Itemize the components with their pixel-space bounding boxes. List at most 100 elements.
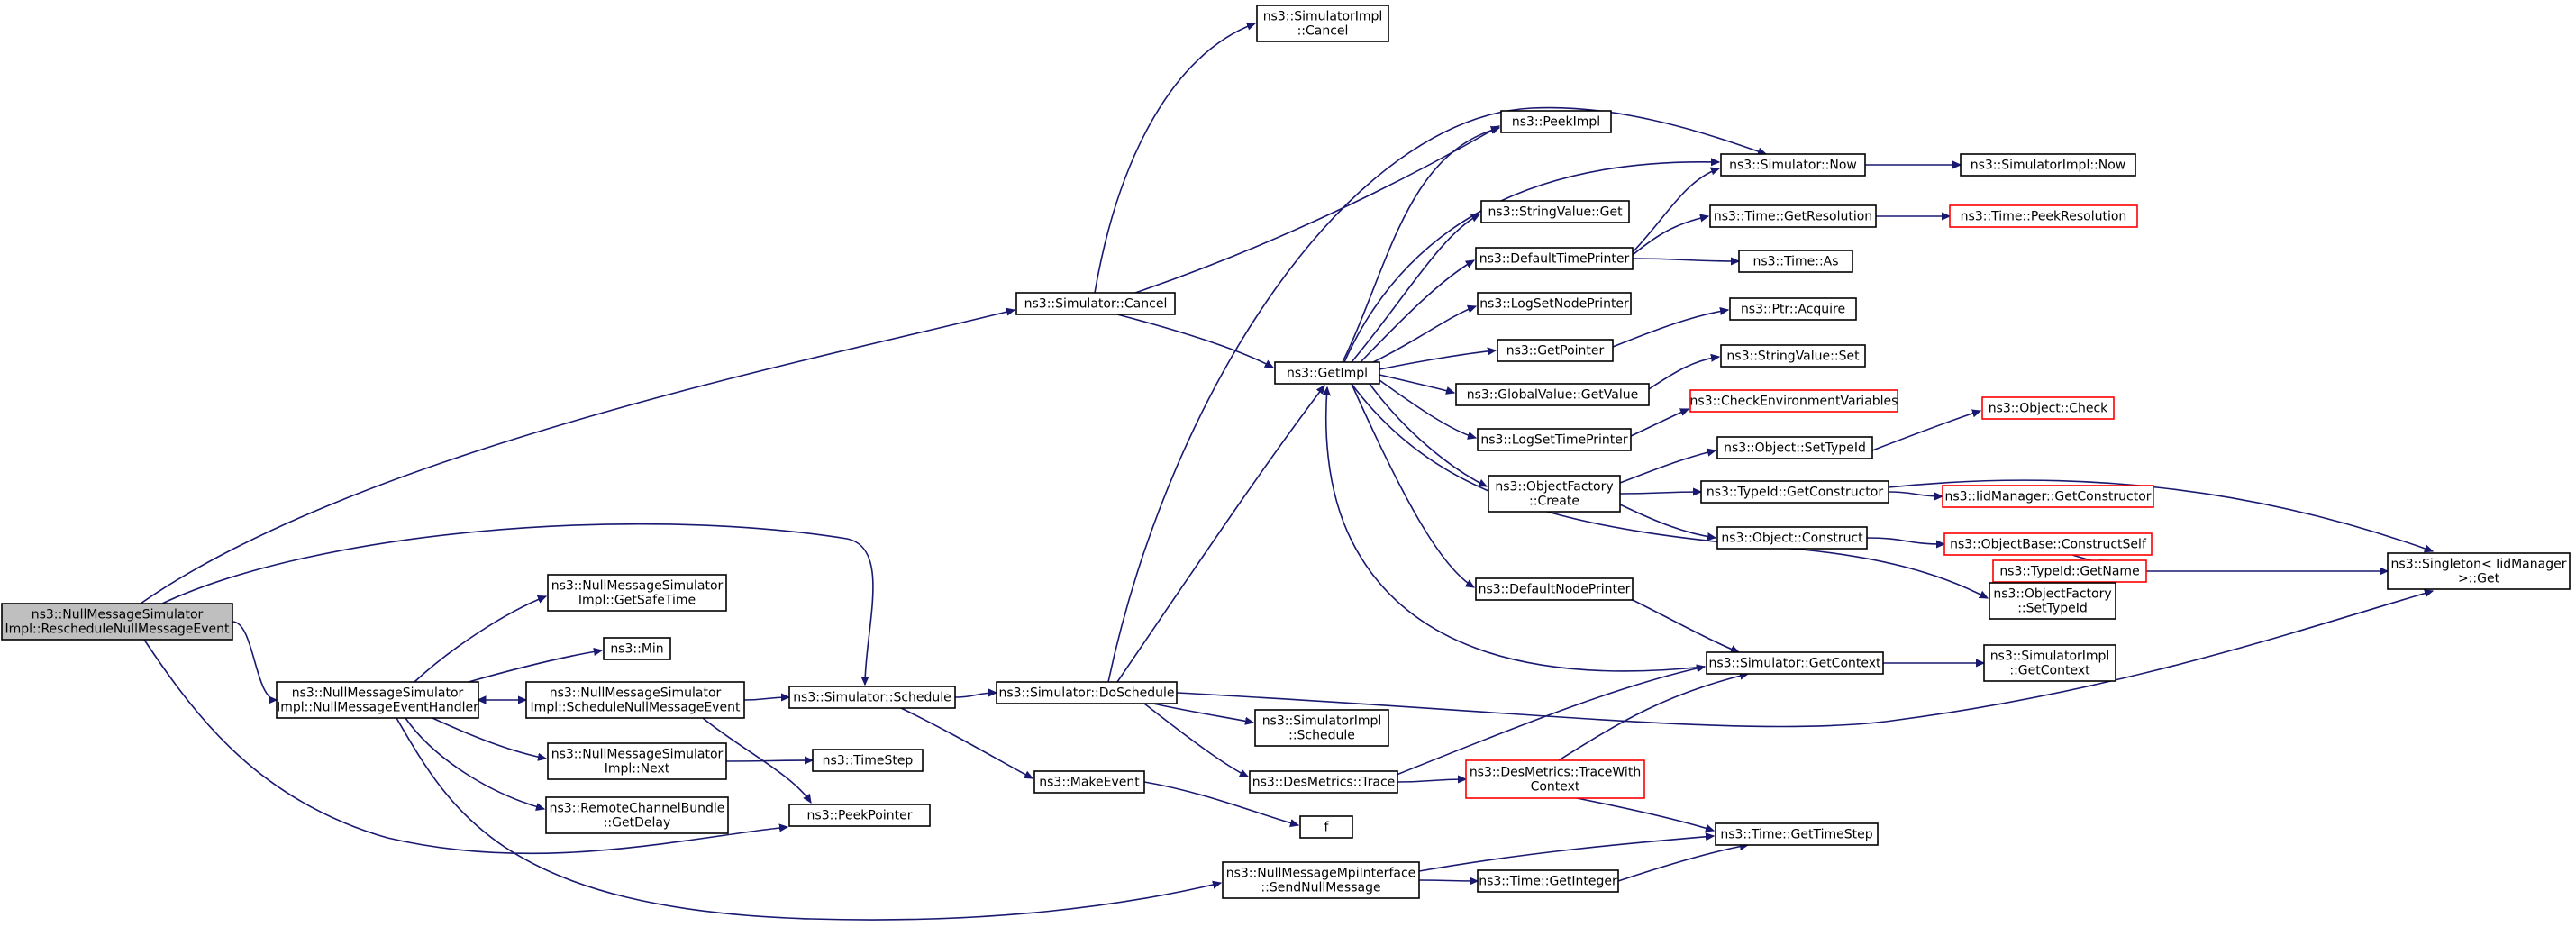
node-sendnull[interactable]: ns3::NullMessageMpiInterface::SendNullMe… [1222,861,1420,899]
node-iidctor[interactable]: ns3::IidManager::GetConstructor [1942,485,2154,508]
node-peekres[interactable]: ns3::Time::PeekResolution [1949,204,2138,228]
node-makeevent[interactable]: ns3::MakeEvent [1033,770,1145,794]
node-label: ::SendNullMessage [1261,881,1380,895]
edge-defaulttime-to-simnow [1632,168,1719,253]
node-implnow[interactable]: ns3::SimulatorImpl::Now [1960,153,2136,177]
node-box [1477,428,1632,451]
edge-getimpl-to-getpointer [1379,350,1496,370]
node-remotedelay[interactable]: ns3::RemoteChannelBundle::GetDelay [545,796,729,834]
node-settypeid[interactable]: ns3::Object::SetTypeId [1716,436,1873,459]
node-logtime[interactable]: ns3::LogSetTimePrinter [1477,428,1632,451]
edge-next-to-timestep [725,760,813,761]
node-box [996,681,1178,704]
node-box [1015,292,1176,315]
node-defaulttime[interactable]: ns3::DefaultTimePrinter [1475,247,1634,270]
node-peekpointer[interactable]: ns3::PeekPointer [788,804,931,827]
node-schedulenull[interactable]: ns3::NullMessageSimulatorImpl::ScheduleN… [525,681,745,719]
node-simschedule[interactable]: ns3::Simulator::Schedule [788,686,956,709]
edge-doschedule-to-destrace [1143,703,1248,777]
node-ofcreate[interactable]: ns3::ObjectFactory::Create [1488,475,1621,513]
node-label: ns3::ObjectFactory [1993,587,2111,602]
edge-simcancel-to-getimpl [1116,314,1273,368]
node-tidname[interactable]: ns3::TypeId::GetName [1992,559,2147,583]
edge-getimpl-to-ofsettypeid [1351,383,1988,599]
node-simcancel[interactable]: ns3::Simulator::Cancel [1015,292,1176,315]
node-label: Impl::RescheduleNullMessageEvent [5,623,230,637]
node-box [1477,869,1619,893]
node-label: ns3::DefaultNodePrinter [1479,583,1631,597]
node-label: Context [1531,780,1580,795]
node-box [1715,822,1879,846]
edge-getimpl-to-stringget [1351,214,1479,363]
node-defaultnode[interactable]: ns3::DefaultNodePrinter [1475,577,1634,601]
node-implschedule[interactable]: ns3::SimulatorImpl::Schedule [1254,709,1389,747]
node-lognode[interactable]: ns3::LogSetNodePrinter [1477,292,1632,315]
node-label: ns3::Time::As [1752,255,1838,269]
node-peekimpl[interactable]: ns3::PeekImpl [1500,110,1612,133]
node-globalget[interactable]: ns3::GlobalValue::GetValue [1455,383,1650,406]
node-label: ns3::LogSetNodePrinter [1479,297,1629,312]
node-stringget[interactable]: ns3::StringValue::Get [1480,200,1630,223]
edge-getimpl-to-ofcreate [1369,383,1487,487]
edge-getimpl-to-defaulttime [1360,259,1474,363]
node-label: ns3::Simulator::DoSchedule [999,686,1175,701]
node-box [525,681,745,719]
node-stringset[interactable]: ns3::StringValue::Set [1720,344,1866,368]
node-getpointer[interactable]: ns3::GetPointer [1497,339,1614,362]
edge-simschedule-to-makeevent [900,707,1033,779]
node-box [1983,644,2116,682]
node-getres[interactable]: ns3::Time::GetResolution [1709,204,1877,228]
node-getimpl[interactable]: ns3::GetImpl [1274,361,1380,385]
node-label: ::Cancel [1297,24,1349,39]
node-label: ::GetContext [2009,664,2090,678]
edge-getimpl-to-logtime [1379,379,1476,438]
edge-getpointer-to-ptracquire [1612,310,1728,348]
edge-doschedule-to-simnow [1107,106,1766,683]
edge-tidctor-to-singleton [1888,479,2433,551]
node-label: ns3::RemoteChannelBundle [550,802,725,816]
edge-destrace-to-tracewith [1397,779,1466,782]
node-box [1222,861,1420,899]
node-handler[interactable]: ns3::NullMessageSimulatorImpl::NullMessa… [276,681,479,719]
node-label: ns3::SimulatorImpl [1990,650,2110,664]
node-box [1992,559,2147,583]
node-gettimestep[interactable]: ns3::Time::GetTimeStep [1715,822,1879,846]
node-box [1706,651,1884,675]
node-constructself[interactable]: ns3::ObjectBase::ConstructSelf [1943,532,2153,556]
node-f[interactable]: f [1299,815,1353,839]
node-label: ns3::PeekImpl [1512,115,1600,130]
node-timestep[interactable]: ns3::TimeStep [812,749,924,772]
node-ofsettypeid[interactable]: ns3::ObjectFactory::SetTypeId [1989,582,2116,620]
node-destrace[interactable]: ns3::DesMetrics::Trace [1249,770,1398,794]
node-checkenv[interactable]: ns3::CheckEnvironmentVariables [1689,389,1898,413]
node-getcontext[interactable]: ns3::Simulator::GetContext [1706,651,1884,675]
node-tidctor[interactable]: ns3::TypeId::GetConstructor [1700,480,1889,504]
node-getsafetime[interactable]: ns3::NullMessageSimulatorImpl::GetSafeTi… [547,574,727,612]
node-box [788,686,956,709]
node-implcancel[interactable]: ns3::SimulatorImpl::Cancel [1256,5,1389,42]
node-simnow[interactable]: ns3::Simulator::Now [1720,153,1866,177]
edge-handler-to-next [432,717,546,759]
node-label: Impl::Next [605,762,670,777]
node-min[interactable]: ns3::Min [603,637,671,660]
node-label: ns3::NullMessageMpiInterface [1226,867,1416,881]
node-getinteger[interactable]: ns3::Time::GetInteger [1477,869,1619,893]
node-ptracquire[interactable]: ns3::Ptr::Acquire [1729,297,1857,321]
node-objconstruct[interactable]: ns3::Object::Construct [1716,526,1868,550]
node-box [545,796,729,834]
node-timeas[interactable]: ns3::Time::As [1738,250,1853,273]
node-label: ::SetTypeId [2017,602,2088,616]
node-singleton[interactable]: ns3::Singleton< IidManager >::Get [2387,552,2571,590]
edge-root-to-peekpointer [143,639,787,855]
node-label: ns3::DefaultTimePrinter [1479,252,1630,267]
node-objcheck[interactable]: ns3::Object::Check [1981,396,2115,420]
node-label: ns3::Time::PeekResolution [1961,210,2127,224]
node-root[interactable]: ns3::NullMessageSimulatorImpl::Reschedul… [1,603,233,641]
node-implgetcontext[interactable]: ns3::SimulatorImpl::GetContext [1983,644,2116,682]
node-doschedule[interactable]: ns3::Simulator::DoSchedule [996,681,1178,704]
node-box [2387,552,2571,590]
edge-ofcreate-to-tidctor [1619,492,1701,494]
node-box [1,603,233,641]
